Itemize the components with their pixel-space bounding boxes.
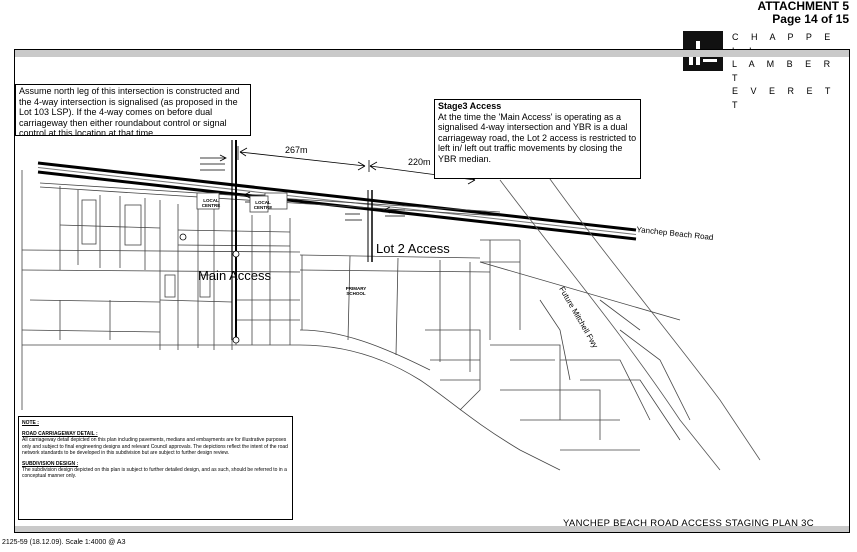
- road-carriageway-title: ROAD CARRIAGEWAY DETAIL :: [22, 431, 98, 438]
- attachment-label: ATTACHMENT 5: [757, 0, 849, 13]
- drawing-reference: 2125-59 (18.12.09). Scale 1:4000 @ A3: [2, 539, 126, 546]
- plan-title: YANCHEP BEACH ROAD ACCESS STAGING PLAN 3…: [563, 518, 814, 529]
- local-centre-label-1: LOCAL CENTRE: [201, 198, 221, 208]
- attachment-header: ATTACHMENT 5 Page 14 of 15: [757, 0, 849, 26]
- plan-border: [14, 49, 850, 533]
- page-number: Page 14 of 15: [772, 12, 849, 26]
- subdivision-title: SUBDIVISION DESIGN :: [22, 461, 79, 468]
- note-box: NOTE : ROAD CARRIAGEWAY DETAIL : All car…: [18, 416, 293, 520]
- distance-267-label: 267m: [285, 145, 308, 155]
- logo-line-2: L A M B E R T: [732, 59, 836, 83]
- subdivision-text: The subdivision design depicted on this …: [22, 467, 287, 480]
- north-leg-callout: Assume north leg of this intersection is…: [15, 84, 251, 138]
- distance-220-label: 220m: [408, 157, 431, 167]
- primary-school-label: PRIMARY SCHOOL: [345, 286, 367, 296]
- main-access-label: Main Access: [198, 268, 271, 283]
- top-band: [14, 49, 850, 57]
- note-title: NOTE :: [22, 420, 39, 426]
- road-carriageway-text: All carriageway detail depicted on this …: [22, 437, 288, 456]
- stage3-body: At the time the 'Main Access' is operati…: [438, 111, 637, 164]
- stage3-callout: Stage3 Access At the time the 'Main Acce…: [434, 99, 641, 179]
- ybr-carriageway-north: [37, 161, 637, 232]
- stage3-title: Stage3 Access: [438, 101, 502, 111]
- logo-line-3: E V E R E T T: [732, 86, 836, 110]
- local-centre-label-2: LOCAL CENTRE: [253, 200, 273, 210]
- lot2-access-label: Lot 2 Access: [375, 241, 451, 256]
- bottom-band: [14, 526, 850, 533]
